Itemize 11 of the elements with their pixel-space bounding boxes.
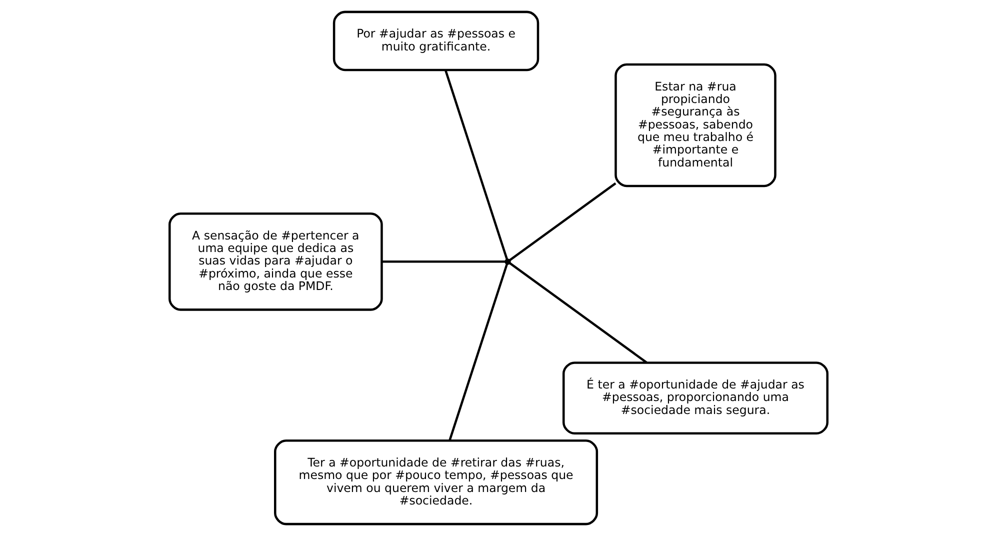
node-box: A sensação de #pertencer a uma equipe que dedica as suas vidas para #ajudar o #próximo, ainda que esse não goste da PMDF.	[168, 212, 382, 311]
connector	[444, 70, 508, 260]
connector	[508, 182, 616, 262]
node-point	[504, 258, 510, 265]
node-box: Ter a #oportunidade de #retirar das #ruas, mesmo que por #pouco tempo, #pessoas que vivem ou querem viver a margem da #sociedade.	[274, 440, 598, 526]
node-box: Por #ajudar as #pessoas e muito gratificante.	[332, 10, 539, 72]
connector	[381, 260, 505, 263]
node-box: É ter a #oportunidade de #ajudar as #pessoas, proporcionando uma #sociedade mais segura.	[562, 362, 828, 435]
connector	[508, 262, 647, 364]
node-box: Estar na #rua propiciando #segurança às #pessoas, sabendo que meu trabalho é #importante e fundamental	[614, 63, 776, 188]
connector	[448, 263, 508, 441]
